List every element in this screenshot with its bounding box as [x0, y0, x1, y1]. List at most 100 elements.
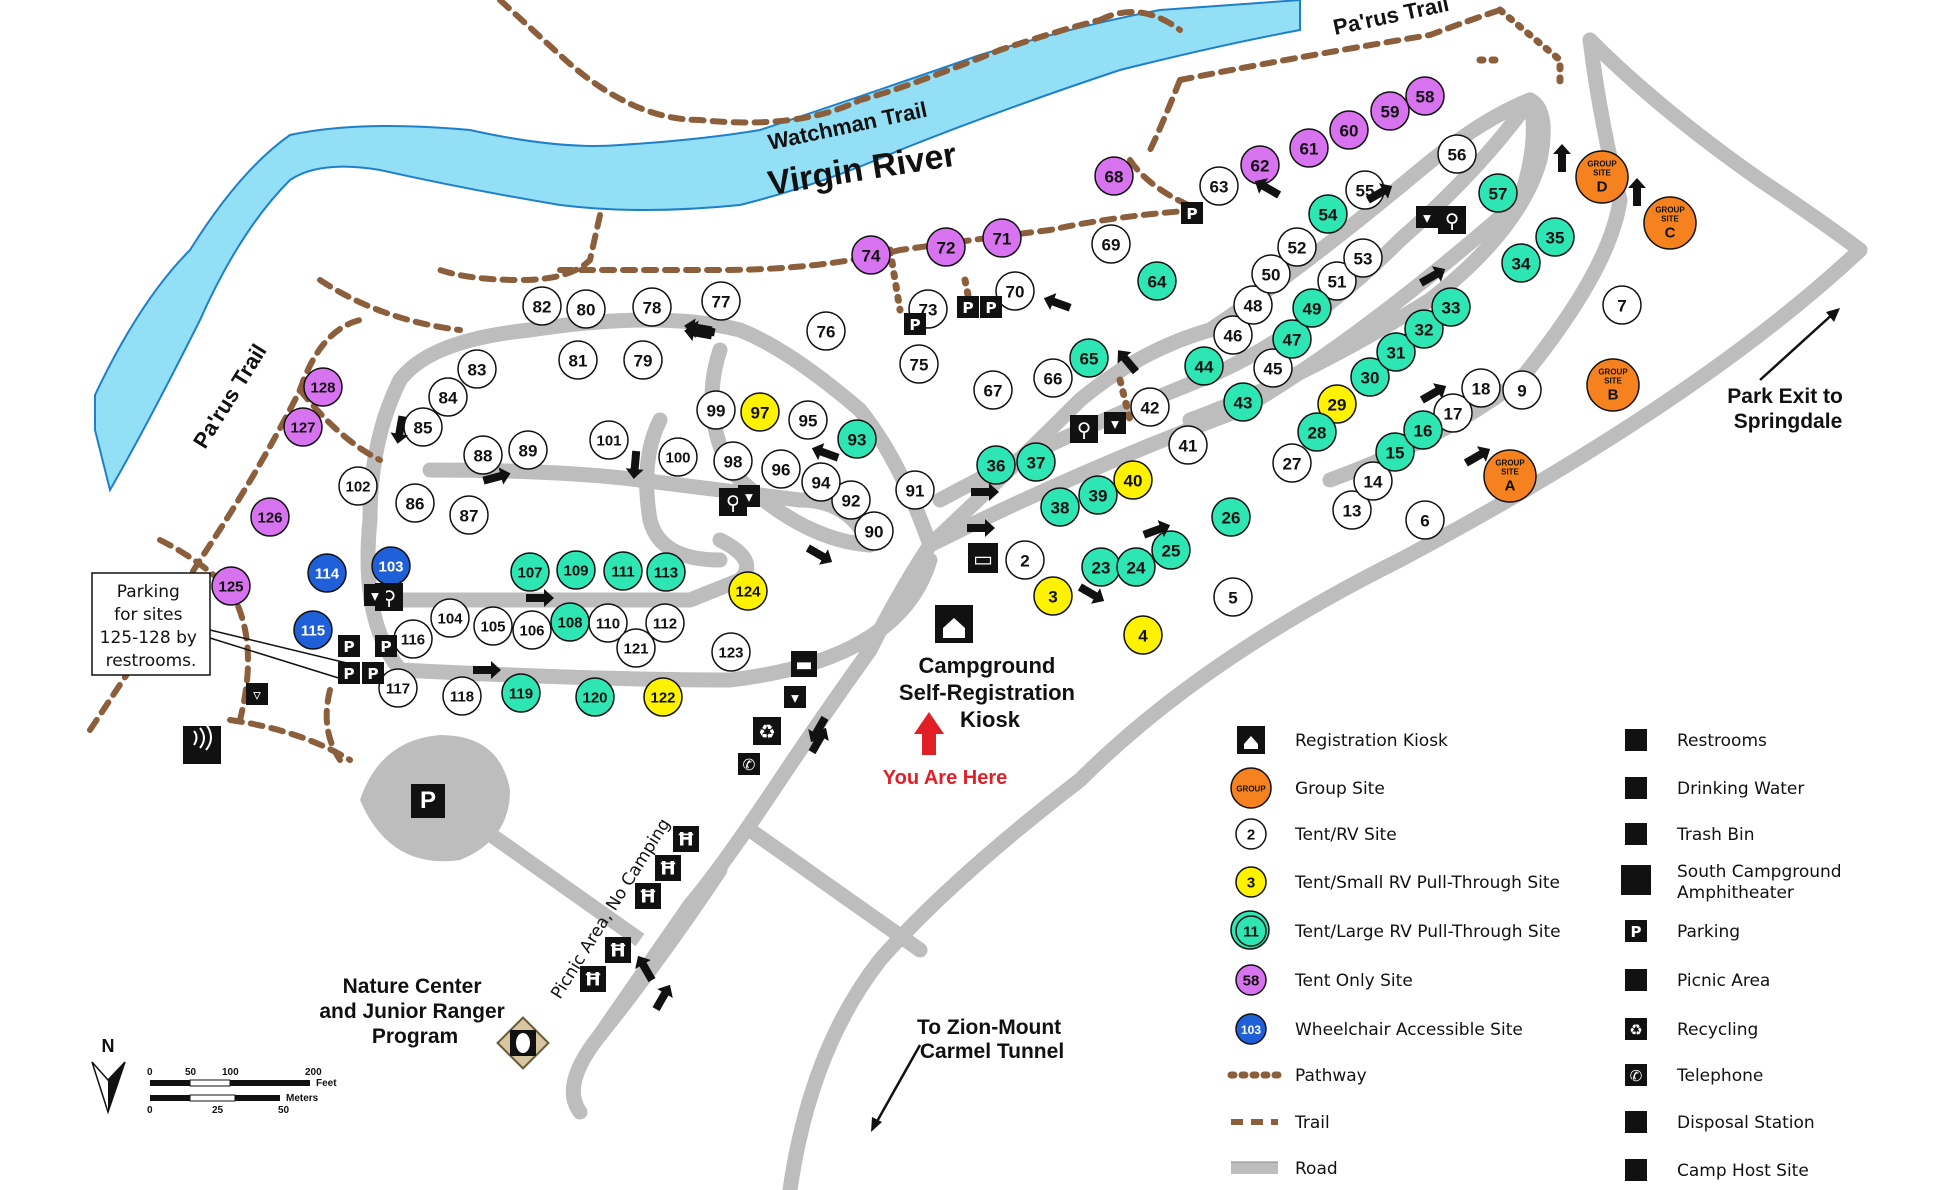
- scale-bar: 0 50 100 200 Feet 0 25 50 Meters: [147, 1067, 337, 1116]
- svg-text:15: 15: [1386, 444, 1405, 463]
- svg-text:A: A: [1505, 478, 1516, 495]
- svg-text:▾: ▾: [745, 488, 753, 506]
- svg-text:101: 101: [596, 433, 621, 450]
- campsite-27: 27: [1272, 443, 1312, 483]
- campsite-69: 69: [1091, 224, 1131, 264]
- svg-text:59: 59: [1381, 103, 1400, 122]
- campsite-44: 44: [1184, 346, 1224, 386]
- svg-text:67: 67: [984, 382, 1003, 401]
- svg-text:3: 3: [1247, 875, 1255, 892]
- direction-arrow: [1077, 583, 1105, 604]
- parking-icon: P: [904, 313, 926, 335]
- svg-text:58: 58: [1416, 88, 1435, 107]
- parking-icon: P: [980, 296, 1002, 318]
- campsite-89: 89: [508, 430, 548, 470]
- parking-icon: P: [338, 662, 360, 684]
- nature-center-label: Nature Center and Junior Ranger Program: [319, 975, 510, 1048]
- direction-arrow: [967, 519, 995, 537]
- campsite-96: 96: [761, 449, 801, 489]
- direction-arrow: [1553, 144, 1571, 172]
- nature-center-icon: [496, 1016, 550, 1070]
- direction-arrow: [473, 661, 501, 679]
- campsite-106: 106: [512, 610, 552, 650]
- campsite-18: 18: [1461, 368, 1501, 408]
- parus-trail-left-label: Pa'rus Trail: [188, 340, 272, 453]
- campsite-97: 97: [740, 392, 780, 432]
- svg-text:44: 44: [1195, 358, 1214, 377]
- registration-kiosk-icon: [1237, 726, 1265, 754]
- campsite-3: 3: [1033, 576, 1073, 616]
- svg-text:5: 5: [1228, 589, 1237, 608]
- svg-text:▭: ▭: [973, 547, 993, 571]
- parking-icon: P: [362, 662, 384, 684]
- campsite-15: 15: [1375, 432, 1415, 472]
- campsite-52: 52: [1277, 227, 1317, 267]
- svg-text:P: P: [343, 638, 354, 656]
- legend-label: Tent/RV Site: [1294, 825, 1397, 845]
- campsite-58: 58: [1405, 76, 1445, 116]
- svg-text:49: 49: [1303, 300, 1322, 319]
- svg-text:Ħ: Ħ: [639, 887, 657, 908]
- svg-text:13: 13: [1343, 502, 1362, 521]
- amphitheater-map-icon: [183, 723, 221, 764]
- svg-text:✆: ✆: [1630, 1067, 1643, 1085]
- campsite-26: 26: [1211, 497, 1251, 537]
- svg-text:51: 51: [1328, 273, 1347, 292]
- svg-text:75: 75: [910, 356, 929, 375]
- legend-label: Wheelchair Accessible Site: [1295, 1020, 1523, 1040]
- telephone-icon: ✆: [738, 753, 760, 775]
- campsite-7: 7: [1602, 285, 1642, 325]
- svg-text:17: 17: [1444, 405, 1463, 424]
- campsite-35: 35: [1535, 217, 1575, 257]
- pathway-network: [886, 6, 1564, 424]
- svg-text:▾: ▾: [1111, 415, 1119, 433]
- campsite-82: 82: [522, 286, 562, 326]
- campsite-34: 34: [1501, 243, 1541, 283]
- legend-label: Group Site: [1295, 779, 1385, 799]
- legend-label: Trash Bin: [1676, 825, 1755, 845]
- tent-only-site-icon: 58: [1235, 964, 1267, 996]
- svg-text:76: 76: [817, 323, 836, 342]
- campsite-107: 107: [510, 552, 550, 592]
- campsite-98: 98: [713, 441, 753, 481]
- campsite-66: 66: [1033, 358, 1073, 398]
- campsite-62: 62: [1240, 145, 1280, 185]
- campsite-25: 25: [1151, 530, 1191, 570]
- legend-label: Trail: [1294, 1113, 1330, 1133]
- campsite-68: 68: [1094, 156, 1134, 196]
- campsite-113: 113: [646, 552, 686, 592]
- svg-text:2: 2: [1247, 827, 1255, 844]
- svg-text:30: 30: [1361, 369, 1380, 388]
- direction-arrow: [652, 984, 673, 1012]
- svg-text:84: 84: [439, 389, 458, 408]
- campsite-79: 79: [623, 340, 663, 380]
- svg-text:52: 52: [1288, 239, 1307, 258]
- svg-text:16: 16: [1414, 422, 1433, 441]
- svg-text:♻: ♻: [758, 721, 776, 744]
- legend-item-restrooms: Restrooms: [1625, 729, 1767, 751]
- svg-text:110: 110: [596, 616, 620, 633]
- svg-text:83: 83: [468, 361, 487, 380]
- svg-text:117: 117: [386, 681, 410, 698]
- restrooms-icon: [1625, 729, 1647, 751]
- svg-text:114: 114: [315, 566, 340, 583]
- legend-label: Tent Only Site: [1294, 971, 1413, 991]
- svg-text:SITE: SITE: [1604, 377, 1622, 386]
- campsite-28: 28: [1297, 412, 1337, 452]
- road-network: [360, 32, 1868, 1190]
- svg-text:125: 125: [218, 579, 243, 596]
- campsite-95: 95: [788, 400, 828, 440]
- kiosk-line-2: Self-Registration: [899, 680, 1075, 705]
- campsite-63: 63: [1199, 166, 1239, 206]
- direction-arrow: [482, 467, 511, 485]
- svg-text:SITE: SITE: [1593, 169, 1611, 178]
- recycling-icon: ♻: [1625, 1018, 1647, 1040]
- park-exit-label: Park Exit to Springdale: [1727, 385, 1848, 433]
- svg-text:64: 64: [1148, 273, 1167, 292]
- svg-text:38: 38: [1051, 499, 1070, 518]
- svg-text:⚲: ⚲: [1445, 210, 1459, 233]
- svg-text:✆: ✆: [743, 756, 756, 774]
- svg-text:43: 43: [1234, 394, 1253, 413]
- campsite-71: 71: [982, 218, 1022, 258]
